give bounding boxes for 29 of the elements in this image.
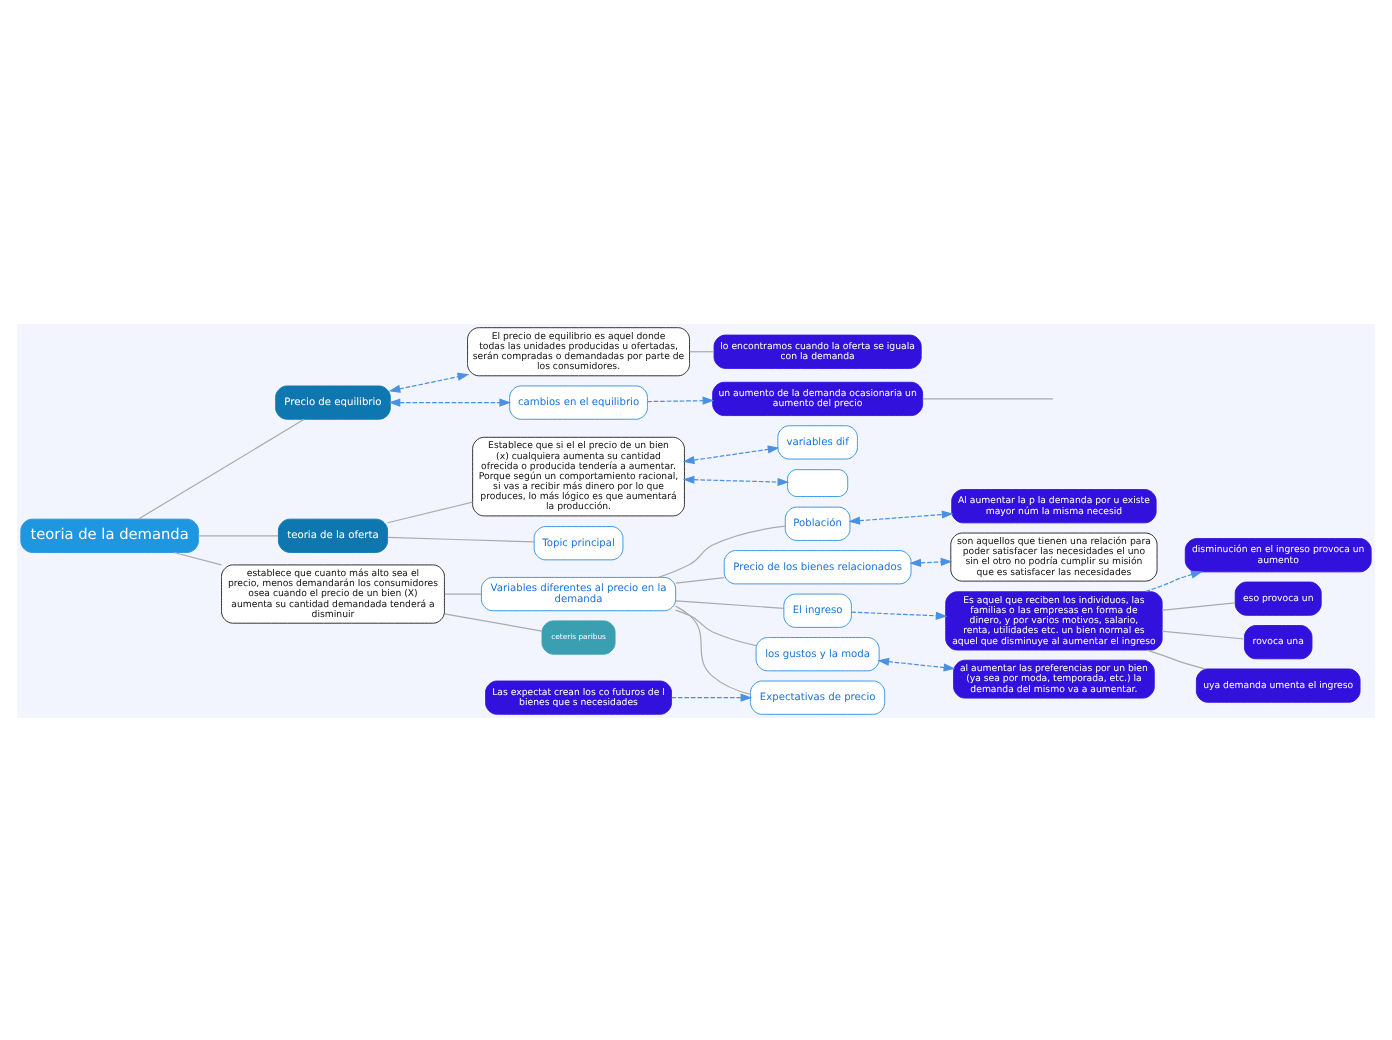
arrow [388,397,512,406]
node-box [787,468,849,496]
connector [1161,601,1236,610]
connector [444,592,482,594]
arrow [877,656,956,671]
connector [675,599,785,608]
connector [1146,648,1206,669]
connector [387,500,474,523]
connector [1161,629,1245,639]
connector [197,534,279,536]
connector [689,350,715,352]
arrow [646,395,715,404]
arrow [670,692,753,701]
connector [675,604,752,694]
arrow [388,371,470,392]
connector [138,417,305,519]
arrow [848,509,954,524]
connector [922,397,1054,399]
connector [657,524,786,577]
connector [675,576,725,583]
connector [675,608,757,646]
arrow [850,610,948,619]
arrow [1144,569,1203,592]
connector [444,612,543,631]
arrow [682,444,780,464]
connector [387,535,535,542]
arrow [909,556,953,566]
connector [173,550,222,565]
arrow [682,474,790,486]
